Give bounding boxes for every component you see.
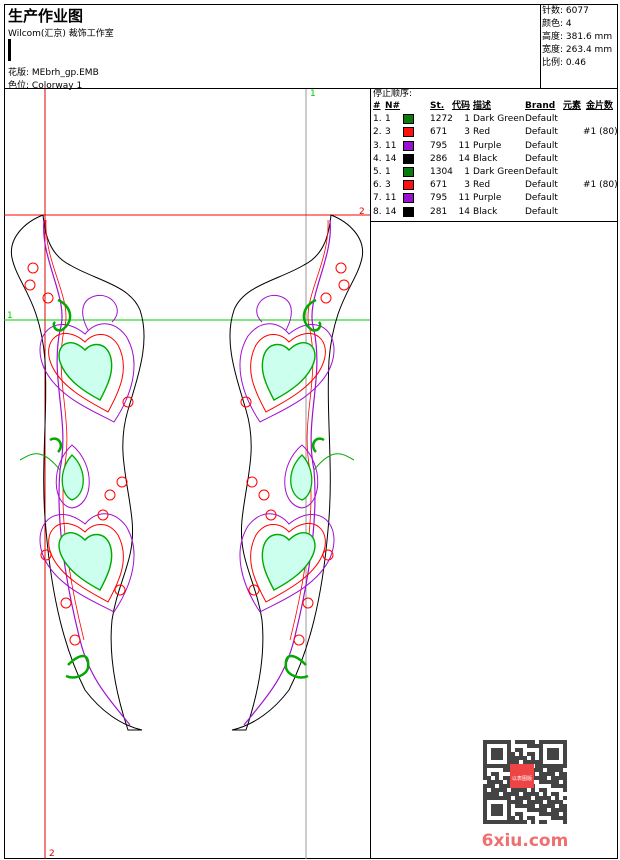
info-width: 宽度: 263.4 mm <box>542 45 613 55</box>
color-swatch <box>403 140 414 151</box>
color-swatch <box>403 166 414 177</box>
design-file-name: MEbrh_gp.EMB <box>31 68 99 78</box>
site-logo: 6xiu.com <box>482 831 569 851</box>
heart-motif-2 <box>39 513 135 613</box>
design-piece-right <box>228 213 364 732</box>
watermark: 以表图版 6xiu.com <box>480 738 570 853</box>
color-swatch <box>403 180 414 191</box>
flower-dots <box>24 262 134 646</box>
header: 生产作业图 Wilcom(汇京) 裁饰工作室 花版: MEbrh_gp.EMB … <box>4 4 618 91</box>
colorway: 色位: Colorway 1 <box>8 78 82 91</box>
color-swatch <box>403 153 414 164</box>
guide-label-v1: 1 <box>310 89 316 99</box>
info-stitches: 针数: 6077 <box>542 6 589 16</box>
guide-label-v2: 2 <box>49 849 55 859</box>
embroidery-design: 1 2 1 2 <box>4 89 370 859</box>
guide-label-h2: 2 <box>359 207 365 217</box>
studio-name: Wilcom(汇京) 裁饰工作室 <box>8 29 114 39</box>
color-swatch <box>403 193 414 204</box>
info-height: 高度: 381.6 mm <box>542 32 613 42</box>
color-swatch <box>403 127 414 138</box>
guide-label-h1: 1 <box>7 311 13 321</box>
page-title: 生产作业图 <box>8 7 84 25</box>
design-file: 花版: MEbrh_gp.EMB <box>8 65 99 78</box>
stamp-icon <box>510 764 534 788</box>
barcode <box>8 39 152 61</box>
table-caption: 停止顺序: <box>373 89 413 99</box>
design-preview: 1 2 1 2 <box>4 89 371 859</box>
colorway-label: 色位: <box>8 81 30 91</box>
colorway-value: Colorway 1 <box>31 81 83 91</box>
info-colors: 颜色: 4 <box>542 19 572 29</box>
page-frame <box>4 4 618 859</box>
design-label: 花版: <box>8 68 30 78</box>
svg-text:以表图版: 以表图版 <box>512 775 532 782</box>
teardrop-motif <box>19 444 90 509</box>
design-info: 针数: 6077 颜色: 4 高度: 381.6 mm 宽度: 263.4 mm… <box>540 4 618 89</box>
info-scale: 比例: 0.46 <box>542 58 586 68</box>
qr-code: 以表图版 6xiu.com <box>482 740 569 851</box>
design-piece-left <box>10 214 145 731</box>
heart-motif <box>39 294 135 423</box>
leaf-motifs <box>49 298 90 679</box>
color-swatch <box>403 114 414 125</box>
color-swatch <box>403 206 414 217</box>
